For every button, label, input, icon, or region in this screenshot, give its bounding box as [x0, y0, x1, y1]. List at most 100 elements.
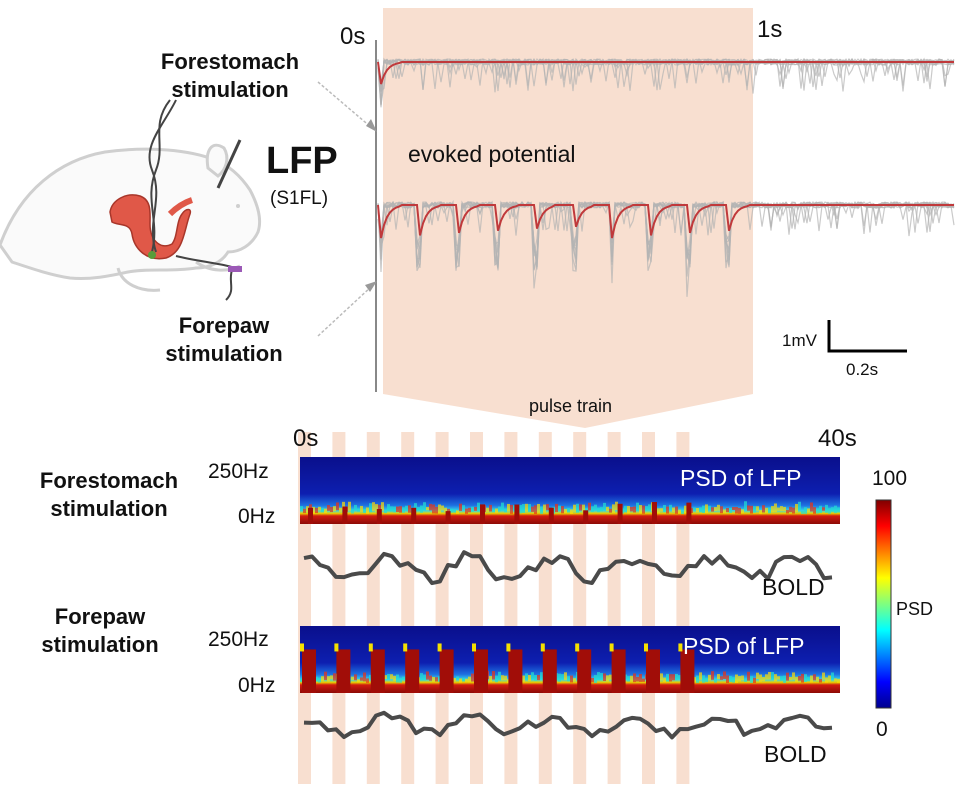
spec2-cell — [558, 673, 561, 682]
spec2-burst-edge — [368, 643, 373, 652]
spec1-cell — [642, 505, 645, 514]
spec2-cell — [459, 678, 462, 683]
spec2-cell — [627, 676, 630, 682]
spec2-cell — [426, 671, 429, 680]
spec1-cell — [432, 504, 435, 514]
spec1-cell — [789, 506, 792, 513]
spec2-burst — [405, 649, 420, 693]
spec1-cell — [372, 502, 375, 511]
spec2-cell — [726, 675, 729, 683]
spec1-cell — [504, 508, 507, 513]
spec2-cell — [789, 676, 792, 681]
top-forepaw-line2: stimulation — [165, 341, 283, 366]
spec2-cell — [363, 672, 366, 682]
spec2-cell — [807, 676, 810, 682]
spec1-cell — [468, 507, 471, 513]
spec1-cell — [450, 508, 453, 513]
spec2-burst — [370, 649, 385, 693]
spec1-cell — [603, 502, 606, 511]
top-forepaw-label: Forepaw stimulation — [144, 312, 304, 368]
spec1-cell — [699, 507, 702, 513]
lfp-probe — [216, 139, 242, 189]
spec1-cell — [822, 507, 825, 511]
spec2-cell — [321, 676, 324, 682]
spec1-cell — [828, 508, 831, 514]
spec1-cell — [645, 506, 648, 511]
spec1-cell — [630, 506, 633, 512]
spec2-cell — [354, 674, 357, 681]
forestomach-lfp-traces — [377, 57, 955, 108]
spec1-cell — [741, 509, 744, 514]
spec2-cell — [300, 678, 303, 683]
forestomach-pointer-arrow — [366, 119, 377, 132]
spec2-cell — [330, 675, 333, 680]
spec1-cell — [459, 503, 462, 511]
spec1-cell — [819, 505, 822, 514]
spec2-cell — [672, 674, 675, 681]
spec2-cell — [798, 676, 801, 681]
spec1-cell — [465, 508, 468, 514]
spec1-cell — [420, 505, 423, 513]
spec2-cell — [360, 677, 363, 681]
spec1-cell — [657, 508, 660, 514]
rat-illustration — [0, 99, 262, 301]
spec1-cell — [765, 507, 768, 513]
top-time-end: 1s — [757, 16, 783, 43]
spec1-cell — [441, 505, 444, 511]
spec1-cell — [357, 508, 360, 512]
spec2-cell — [609, 674, 612, 680]
spec1-cell — [444, 507, 447, 513]
spec2-burst — [646, 649, 660, 693]
spec2-cell — [732, 677, 735, 683]
spec2-cell — [804, 674, 807, 682]
lfp-subtitle: (S1FL) — [270, 188, 329, 209]
spec1-cell — [453, 509, 456, 513]
spec1-cell — [348, 501, 351, 511]
spec1-cell — [732, 507, 735, 511]
spec2-cell — [801, 673, 804, 683]
spec2-cell — [774, 674, 777, 682]
spec2-cell — [837, 678, 840, 683]
spec2-cell — [390, 674, 393, 680]
forepaw-mean-trace — [377, 204, 954, 239]
spec1-cell — [384, 509, 387, 514]
stomach — [109, 194, 192, 260]
spec2-cell — [384, 675, 387, 680]
spec2-cell — [636, 676, 639, 682]
spec1-cell — [354, 504, 357, 511]
spec1-cell — [570, 509, 573, 514]
top-forestomach-label: Forestomach stimulation — [140, 48, 320, 104]
spec2-cell — [456, 676, 459, 680]
spec2-burst — [508, 649, 523, 693]
rat-leg — [116, 267, 161, 292]
forestomach-spectrogram — [300, 457, 840, 524]
spec2-cell — [783, 675, 786, 683]
evoked-potential-label: evoked potential — [408, 141, 576, 167]
spec1-burst — [514, 504, 520, 524]
spec2-cell — [600, 672, 603, 680]
forepaw-pointer — [317, 285, 373, 337]
spec1-burst — [342, 506, 348, 524]
spec2-cell — [402, 676, 405, 680]
spec1-cell — [768, 507, 771, 514]
spec1-cell — [684, 505, 687, 514]
bottom-forepaw-line2: stimulation — [41, 632, 159, 657]
spec1-cell — [702, 505, 705, 514]
spec2-cell — [462, 677, 465, 682]
forestomach-mean-trace — [377, 61, 954, 85]
spec1-cell — [594, 504, 597, 511]
lfp-title: LFP — [266, 140, 338, 182]
spec2-cell — [453, 677, 456, 682]
spec2-cell — [387, 673, 390, 680]
spec1-cell — [405, 505, 408, 511]
spec2-cell — [429, 675, 432, 681]
spec2-cell — [780, 676, 783, 681]
spec1-cell — [711, 507, 714, 512]
spec1-cell — [510, 504, 513, 514]
spec2-freq-high: 250Hz — [208, 628, 269, 651]
spec2-burst-edge — [334, 643, 339, 652]
spec2-cell — [825, 677, 828, 683]
spec2-cell — [465, 678, 468, 682]
spec2-cell — [564, 672, 567, 680]
spec1-cell — [744, 501, 747, 511]
